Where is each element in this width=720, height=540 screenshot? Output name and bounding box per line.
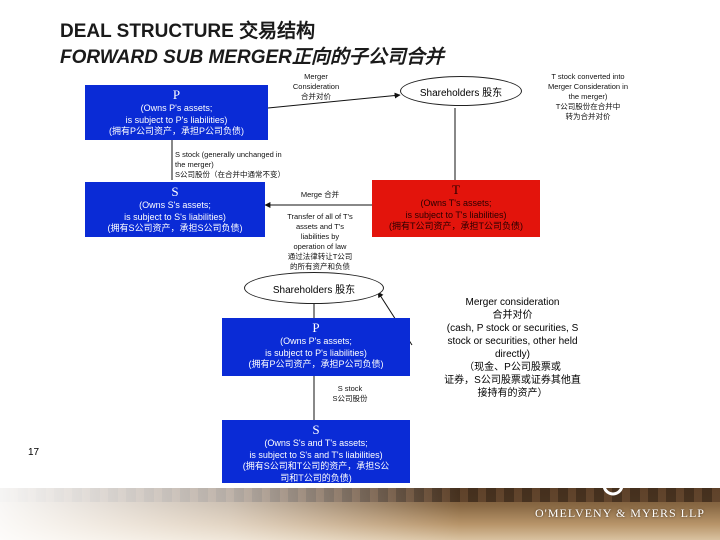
s-stock-note-top: S stock (generally unchanged in the merg… xyxy=(175,150,286,179)
s-stock-note-bottom: S stock S公司股份 xyxy=(332,384,368,403)
t-box-header: T xyxy=(452,182,460,197)
merge-label: Merge 合并 xyxy=(300,190,340,199)
p-box-header-bottom: P xyxy=(312,320,320,335)
t-stock-converted-note: T stock converted into Merger Considerat… xyxy=(547,72,629,121)
s-box-header-bottom: S xyxy=(312,422,320,437)
p-box-bottom: P (Owns P's assets; is subject to P's li… xyxy=(222,318,410,376)
page-subtitle: FORWARD SUB MERGER正向的子公司合并 xyxy=(60,47,444,68)
p-box-body-bottom: (Owns P's assets; is subject to P's liab… xyxy=(248,336,384,369)
page-title: DEAL STRUCTURE 交易结构 xyxy=(60,21,316,42)
logo-mark-icon xyxy=(602,474,624,496)
s-box-body: (Owns S's assets; is subject to S's liab… xyxy=(107,200,243,233)
shareholders-oval-top: Shareholders 股东 xyxy=(400,76,522,106)
p-to-shareholders-line xyxy=(267,92,401,109)
footer-fade xyxy=(0,488,460,540)
p-box-top: P (Owns P's assets; is subject to P's li… xyxy=(85,85,268,140)
s-box-header: S xyxy=(171,184,179,199)
p-box-header: P xyxy=(172,87,181,102)
firm-logo-text: O'MELVENY & MYERS LLP xyxy=(535,506,705,520)
page-number: 17 xyxy=(28,447,40,458)
merger-consideration-note-bottom: Merger consideration 合并对价 (cash, P stock… xyxy=(444,297,581,399)
t-box-body: (Owns T's assets; is subject to T's liab… xyxy=(389,198,523,231)
s-box-body-bottom: (Owns S's and T's assets; is subject to … xyxy=(242,438,390,483)
s-box-top: S (Owns S's assets; is subject to S's li… xyxy=(85,182,265,237)
transfer-note: Transfer of all of T's assets and T's li… xyxy=(287,212,353,271)
s-box-bottom: S (Owns S's and T's assets; is subject t… xyxy=(222,420,410,483)
merger-consideration-note-top: Merger Consideration 合并对价 xyxy=(292,72,340,101)
shareholders-oval-bottom: Shareholders 股东 xyxy=(244,272,384,304)
p-box-body: (Owns P's assets; is subject to P's liab… xyxy=(108,103,244,136)
t-box-top: T (Owns T's assets; is subject to T's li… xyxy=(372,180,540,237)
